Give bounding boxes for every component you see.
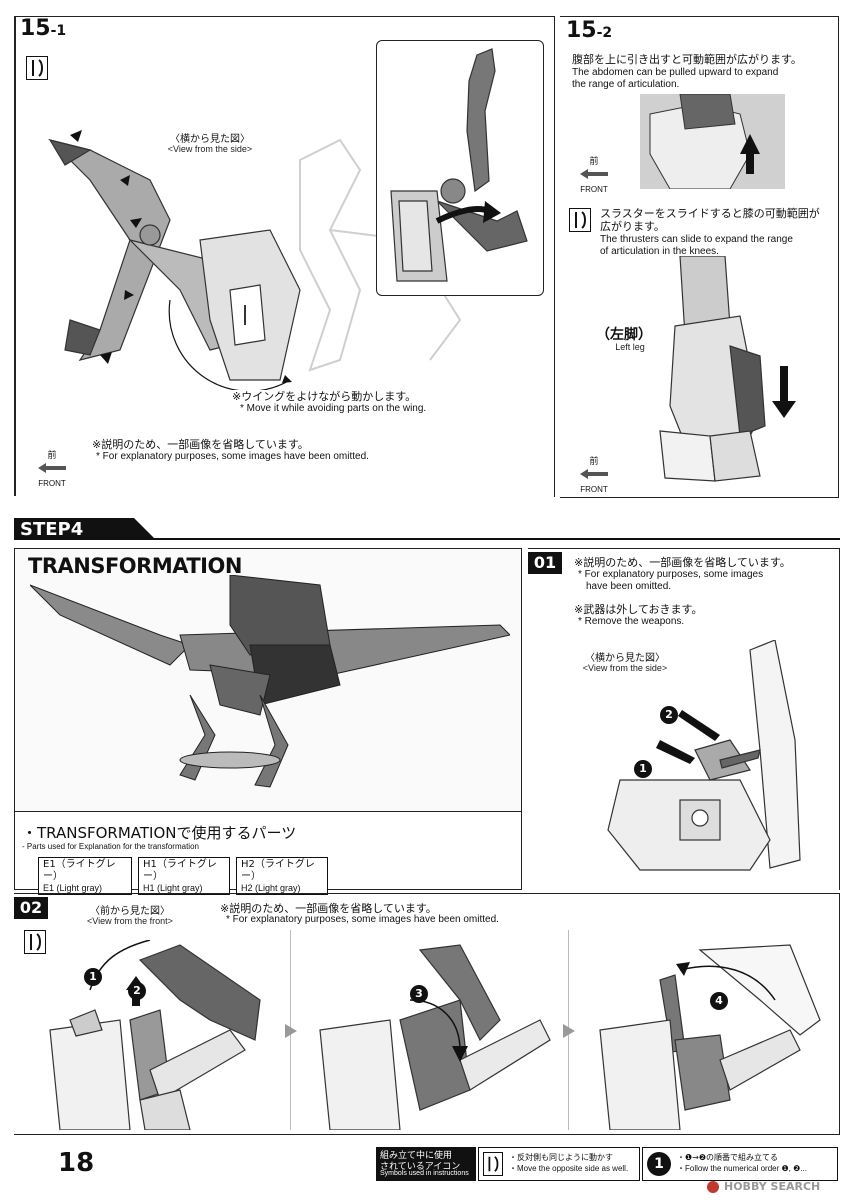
note-omit-jp-15-1: ※説明のため、一部画像を省略しています。 — [92, 438, 309, 451]
sub01-step-2-badge: 2 — [660, 706, 678, 724]
front-badge-15-2-top: 前 FRONT — [574, 154, 614, 194]
next-arrow-icon — [563, 1024, 575, 1038]
sub02-step-3-badge: 3 — [410, 985, 428, 1003]
step-15-1-left-rule — [14, 16, 16, 496]
front-badge-15-2-bottom: 前 FRONT — [574, 454, 614, 494]
sub02-panel-c — [599, 944, 821, 1130]
sub02-step-1-badge: 1 — [84, 968, 102, 986]
sub02-panel-a — [49, 940, 261, 1130]
sub02-view-en: <View from the front> — [87, 916, 173, 926]
sub02-panel-b — [319, 944, 551, 1130]
transformation-photo — [30, 575, 510, 788]
mirror-icon — [26, 56, 48, 80]
step-15-2-frame — [560, 16, 839, 498]
wing-articulation-illustration — [48, 130, 462, 390]
thruster-note-jp-2: 広がります。 — [600, 220, 665, 233]
watermark: HOBBY SEARCH — [706, 1180, 846, 1196]
sub01-illustration — [607, 640, 801, 871]
sub01-omit-jp: ※説明のため、一部画像を省略しています。 — [574, 556, 791, 569]
sub01-omit-en-2: have been omitted. — [586, 581, 672, 592]
view-side-label-en: <View from the side> — [167, 144, 253, 154]
thruster-note-en-1: The thrusters can slide to expand the ra… — [600, 234, 793, 245]
part-tag-h2: H2（ライトグレー）H2 (Light gray) — [236, 857, 328, 895]
front-arrow-icon — [580, 169, 608, 179]
left-leg-illustration — [659, 256, 796, 482]
legend-heading: 組み立て中に使用 されているアイコン Symbols used in instr… — [376, 1147, 476, 1181]
abdomen-note-jp: 腹部を上に引き出すと可動範囲が広がります。 — [572, 53, 802, 66]
sub02-frame — [14, 893, 840, 1135]
abdomen-illustration — [640, 94, 785, 189]
parts-title-jp: ・TRANSFORMATIONで使用するパーツ — [22, 824, 297, 842]
left-leg-label-jp: （左脚） — [596, 327, 652, 343]
note-wing-jp: ※ウイングをよけながら動かします。 — [232, 390, 417, 403]
step4-band — [14, 508, 840, 548]
sub02-omit-jp: ※説明のため、一部画像を省略しています。 — [220, 902, 437, 915]
thruster-note-jp-1: スラスターをスライドすると膝の可動範囲が — [600, 207, 820, 220]
sub01-weapons-jp: ※武器は外しておきます。 — [574, 603, 703, 616]
view-side-label-jp: 〈横から見た図〉 — [170, 134, 250, 145]
abdomen-note-en-1: The abdomen can be pulled upward to expa… — [572, 67, 779, 78]
next-arrow-icon — [285, 1024, 297, 1038]
step-15-1-number: 15-1 — [20, 16, 67, 41]
sub01-view-en: <View from the side> — [582, 663, 668, 673]
front-arrow-icon — [38, 463, 66, 473]
step4-label: STEP4 — [20, 519, 84, 540]
sub02-step-4-badge: 4 — [710, 992, 728, 1010]
sub01-number: 01 — [528, 552, 562, 574]
mirror-icon — [483, 1152, 503, 1176]
left-leg-label-en: Left leg — [615, 342, 645, 352]
page-number: 18 — [58, 1148, 95, 1178]
sub01-weapons-en: * Remove the weapons. — [578, 616, 685, 627]
mirror-icon — [569, 208, 591, 232]
step-15-2-number: 15-2 — [566, 18, 613, 43]
step-15-1-frame — [14, 16, 555, 497]
inset-detail-illustration — [390, 48, 528, 282]
sub01-omit-en-1: * For explanatory purposes, some images — [578, 569, 764, 580]
sub02-omit-en: * For explanatory purposes, some images … — [226, 914, 499, 925]
legend-order-item: 1 ・❶→❷の順番で組み立てる ・Follow the numerical or… — [642, 1147, 838, 1181]
sub02-number: 02 — [14, 897, 48, 919]
hobby-search-logo-icon — [707, 1181, 719, 1193]
note-omit-en-15-1: * For explanatory purposes, some images … — [96, 451, 369, 462]
abdomen-note-en-2: the range of articulation. — [572, 79, 680, 90]
sub02-view-jp: 〈前から見た図〉 — [90, 906, 170, 917]
mirror-icon — [24, 930, 46, 954]
sub01-frame — [528, 548, 840, 890]
sub01-view-jp: 〈横から見た図〉 — [585, 653, 665, 664]
thruster-note-en-2: of articulation in the knees. — [600, 246, 719, 257]
note-wing-en: * Move it while avoiding parts on the wi… — [240, 403, 427, 414]
part-tag-h1: H1（ライトグレー）H1 (Light gray) — [138, 857, 230, 895]
part-tag-e1: E1（ライトグレー）E1 (Light gray) — [38, 857, 132, 895]
order-number-badge: 1 — [647, 1152, 671, 1176]
front-arrow-icon — [580, 469, 608, 479]
parts-title-en: - Parts used for Explanation for the tra… — [22, 842, 199, 851]
sub02-step-2-badge: 2 — [128, 982, 146, 1000]
inset-detail-box — [376, 40, 544, 296]
sub01-step-1-badge: 1 — [634, 760, 652, 778]
transformation-title: TRANSFORMATION — [28, 554, 242, 578]
legend-mirror-item: ・反対側も同じように動かす ・Move the opposite side as… — [478, 1147, 640, 1181]
front-badge-15-1: 前 FRONT — [32, 448, 72, 488]
